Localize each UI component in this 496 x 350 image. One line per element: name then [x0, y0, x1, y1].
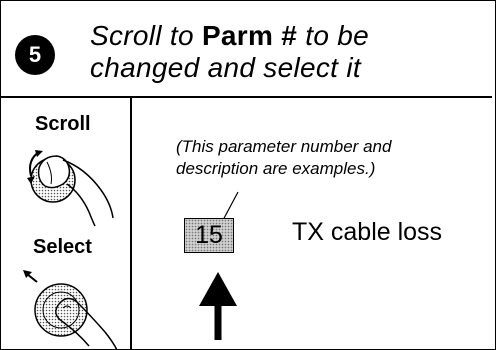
- step-instruction-line1: Scroll to Parm # to be: [90, 20, 369, 52]
- step-number: 5: [28, 42, 42, 67]
- select-knob-icon: [23, 270, 118, 350]
- parameter-number: 15: [195, 221, 223, 249]
- step-instruction-line2: changed and select it: [90, 52, 361, 83]
- up-arrow-icon: [199, 272, 237, 340]
- step-text-before: Scroll to: [90, 20, 194, 51]
- step-keyword: Parm #: [201, 20, 298, 51]
- step-text-after: to be: [305, 20, 370, 51]
- step-instruction: Scroll to Parm # to be changed and selec…: [90, 20, 369, 84]
- parameter-number-display: 15: [184, 218, 234, 253]
- control-sidebar: Scroll Select: [1, 98, 132, 350]
- example-note: (This parameter number and description a…: [176, 136, 391, 180]
- scroll-label: Scroll: [35, 113, 91, 135]
- parameter-description: TX cable loss: [292, 218, 443, 246]
- example-note-line1: (This parameter number and: [176, 137, 392, 156]
- scroll-knob-icon: [27, 150, 114, 227]
- step-header: 5 Scroll to Parm # to be changed and sel…: [1, 3, 492, 98]
- step-number-badge: 5: [15, 35, 55, 75]
- note-leader-line: [221, 191, 239, 223]
- select-label: Select: [33, 236, 92, 258]
- example-note-line2: description are examples.): [176, 159, 376, 178]
